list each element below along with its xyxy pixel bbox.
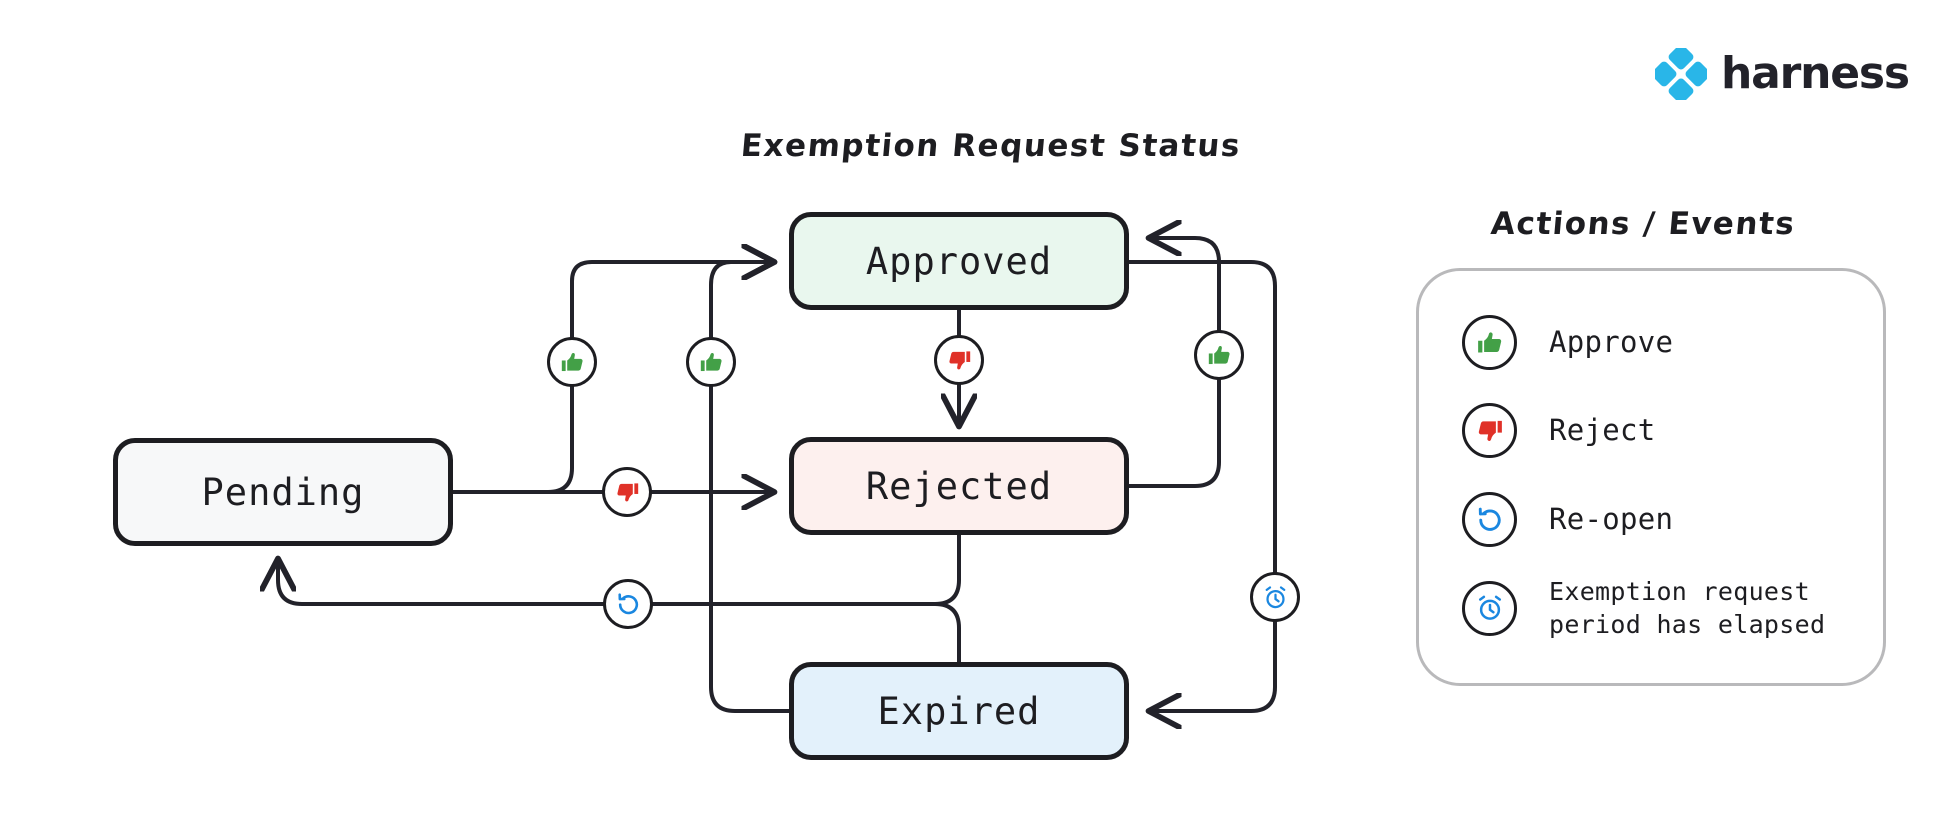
alarm-clock-icon [1265, 585, 1285, 608]
thumbs-down-icon [1478, 420, 1502, 441]
legend-badge-reject [1462, 403, 1517, 458]
legend-badge-reopen [1462, 492, 1517, 547]
legend-label-reject: Reject [1549, 413, 1656, 448]
edge-badge-reject-approved-to-rejected[interactable] [934, 335, 984, 385]
thumbs-up-icon [700, 352, 722, 371]
edge-expired-to-pending [933, 602, 961, 664]
alarm-clock-icon [1478, 595, 1501, 620]
state-node-rejected-label: Rejected [865, 464, 1053, 508]
edge-badge-reopen-to-pending[interactable] [603, 579, 653, 629]
legend-badge-elapsed [1462, 580, 1517, 636]
edge-badge-approve-pending-to-approved[interactable] [547, 337, 597, 387]
edge-badge-expire-approved-to-expired[interactable] [1250, 572, 1300, 622]
thumbs-up-icon [1208, 345, 1230, 364]
reopen-icon [1478, 507, 1501, 531]
legend-item-reject: Reject [1462, 403, 1656, 458]
thumbs-down-icon [616, 482, 638, 501]
state-node-approved[interactable]: Approved [789, 212, 1129, 310]
legend-item-reopen: Re-open [1462, 492, 1673, 547]
legend-title: Actions / Events [1489, 206, 1797, 242]
thumbs-down-icon [948, 350, 970, 369]
reopen-icon [617, 592, 638, 614]
legend-label-approve: Approve [1549, 325, 1674, 360]
edge-badge-reject-pending-to-rejected[interactable] [602, 467, 652, 517]
harness-wordmark: harness [1721, 48, 1910, 99]
legend-label-elapsed: Exemption request period has elapsed [1549, 577, 1826, 639]
thumbs-up-icon [561, 352, 583, 371]
legend-item-elapsed: Exemption request period has elapsed [1462, 575, 1825, 641]
edge-badge-approve-rejected-to-approved[interactable] [1194, 330, 1244, 380]
state-node-approved-label: Approved [865, 239, 1053, 283]
diagram-title: Exemption Request Status [739, 128, 1243, 164]
thumbs-up-icon [1477, 331, 1501, 352]
state-node-pending-label: Pending [201, 470, 365, 514]
harness-logo: harness [1655, 48, 1910, 100]
edge-approved-to-expired [1127, 260, 1277, 711]
edge-expired-to-approved [709, 262, 791, 713]
state-node-expired-label: Expired [877, 689, 1041, 733]
state-node-expired[interactable]: Expired [789, 662, 1129, 760]
state-node-pending[interactable]: Pending [113, 438, 453, 546]
legend-label-reopen: Re-open [1549, 502, 1674, 537]
harness-diamond-logo-icon [1655, 48, 1707, 100]
edge-badge-approve-expired-to-approved[interactable] [686, 337, 736, 387]
state-node-rejected[interactable]: Rejected [789, 437, 1129, 535]
legend-badge-approve [1462, 315, 1517, 370]
legend-item-approve: Approve [1462, 315, 1673, 370]
